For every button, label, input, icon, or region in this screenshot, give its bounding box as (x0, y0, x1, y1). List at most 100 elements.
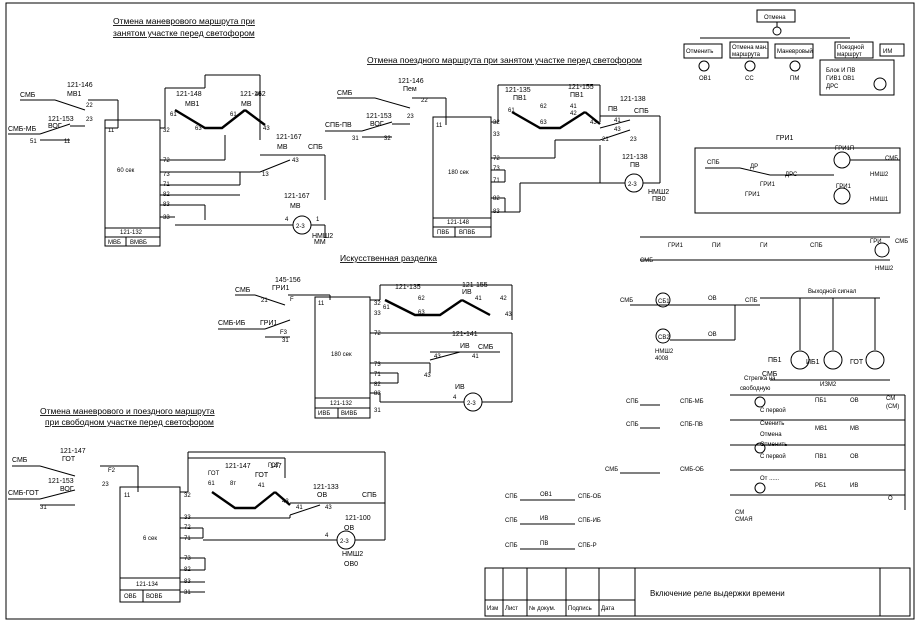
svg-text:ГИ: ГИ (760, 243, 768, 249)
svg-text:23: 23 (86, 117, 93, 123)
svg-text:МВ1: МВ1 (185, 101, 200, 108)
svg-text:33: 33 (163, 215, 170, 221)
block-4-code: 121-134 (136, 582, 159, 588)
block-1-foot-a: МВБ (108, 240, 121, 246)
svg-text:ОВ1: ОВ1 (540, 492, 553, 498)
svg-text:82: 82 (493, 196, 500, 202)
svg-text:ВОГ: ВОГ (48, 123, 62, 130)
svg-text:121-141: 121-141 (452, 331, 478, 338)
svg-text:41: 41 (472, 354, 479, 360)
svg-text:22: 22 (86, 103, 93, 109)
svg-text:41: 41 (258, 483, 265, 489)
svg-text:31: 31 (184, 590, 191, 596)
title-shunt-occupied-line1: Отмена маневрового маршрута при (113, 16, 255, 26)
svg-text:121-100: 121-100 (345, 515, 371, 522)
svg-text:51: 51 (30, 139, 37, 145)
svg-text:СМБ: СМБ (20, 92, 36, 99)
sb-group: СМБ СБ1 ОВ СПБ СВ2 ОВ НМШ2 4008 (620, 292, 760, 362)
svg-text:СПБ: СПБ (707, 160, 720, 166)
svg-text:83: 83 (374, 391, 381, 397)
block-4-label: 6 сек (143, 536, 157, 542)
svg-text:73: 73 (163, 172, 170, 178)
svg-text:121-153: 121-153 (366, 113, 392, 120)
svg-text:41: 41 (475, 296, 482, 302)
svg-text:СПБ-МБ: СПБ-МБ (680, 399, 704, 405)
block-3-wiring: СМБ 145-156 ГРИ1 F 21 СМБ-ИБ ГРИ1 F3 31 … (218, 277, 513, 412)
svg-text:Блок И ПВ: Блок И ПВ (826, 68, 855, 74)
svg-text:МВ1: МВ1 (67, 91, 82, 98)
relay-block-4: 6 сек 121-134 ОВБ ВОВБ 11 32 33 72 71 73… (119, 486, 191, 603)
svg-text:СПБ: СПБ (810, 243, 823, 249)
svg-text:23: 23 (102, 482, 109, 488)
title-free-section-line1: Отмена маневрового и поездного маршрута (40, 406, 215, 416)
svg-text:31: 31 (40, 505, 47, 511)
svg-text:ГРИ1: ГРИ1 (776, 135, 793, 142)
svg-text:ИМ: ИМ (883, 49, 892, 55)
svg-text:НМШ2: НМШ2 (875, 266, 894, 272)
block-1-label: 60 сек (117, 168, 135, 174)
svg-text:32: 32 (384, 136, 391, 142)
title-artificial: Искусственная разделка (340, 253, 437, 263)
svg-text:43: 43 (505, 312, 512, 318)
svg-text:121-138: 121-138 (622, 154, 648, 161)
svg-text:СПБ: СПБ (362, 492, 377, 499)
svg-text:ГРИ1П: ГРИ1П (835, 146, 854, 152)
svg-text:ГОТ: ГОТ (850, 359, 864, 366)
block-2-code: 121-148 (447, 220, 470, 226)
relay-block-1: 60 сек 121-132 МВБ ВМВБ 11 32 72 73 71 8… (104, 119, 170, 247)
svg-text:73: 73 (374, 362, 381, 368)
svg-text:43: 43 (434, 354, 441, 360)
svg-text:72: 72 (163, 158, 170, 164)
svg-text:НМШ2: НМШ2 (870, 172, 889, 178)
counter-group: Выходной сигнал ПБ1 ИБ1 ГОТ СМБ ИЗМ2 (760, 288, 890, 388)
svg-text:ГРИ1: ГРИ1 (260, 320, 277, 327)
cancel-top-box (756, 9, 796, 23)
block-4-foot-a: ОВБ (124, 594, 137, 600)
svg-text:ГРИ1: ГРИ1 (836, 184, 852, 190)
svg-text:23: 23 (407, 114, 414, 120)
svg-text:СМ: СМ (735, 510, 744, 516)
svg-text:32: 32 (163, 128, 170, 134)
svg-text:СМБ: СМБ (605, 467, 618, 473)
svg-text:ГРИ: ГРИ (870, 239, 882, 245)
svg-text:ПМ: ПМ (790, 76, 799, 82)
title-shunt-occupied-line2: занятом участке перед светофором (113, 28, 255, 38)
svg-text:Отменить: Отменить (686, 49, 713, 55)
svg-text:СМБ: СМБ (640, 258, 653, 264)
svg-text:ГОТ: ГОТ (268, 463, 280, 469)
svg-text:31: 31 (282, 338, 289, 344)
block-3-label: 180 сек (331, 352, 352, 358)
svg-text:43: 43 (614, 127, 621, 133)
svg-text:ПВ1: ПВ1 (570, 92, 584, 99)
svg-text:РБ1: РБ1 (815, 483, 827, 489)
svg-text:СС: СС (745, 76, 754, 82)
svg-text:СМБ-ОБ: СМБ-ОБ (680, 467, 704, 473)
svg-text:21: 21 (261, 298, 268, 304)
block-4-wiring: СМБ 121-147 ГОТ F2 23 СМБ-ГОТ 121-153 ВО… (8, 448, 386, 593)
svg-text:ГОТ: ГОТ (62, 456, 76, 463)
block-2-wiring: СМБ 121-146 Пем 22 23 СПБ-ПВ 121-153 ВОГ… (325, 78, 669, 213)
svg-text:СМБ: СМБ (478, 344, 494, 351)
svg-text:От ......: От ...... (760, 476, 779, 482)
svg-text:4: 4 (325, 533, 329, 539)
relay-block-3: 180 сек 121-132 ИВБ ВИВБ 11 32 33 72 73 … (314, 296, 381, 419)
svg-text:71: 71 (493, 178, 500, 184)
svg-text:СМБ: СМБ (895, 239, 908, 245)
svg-text:121-146: 121-146 (398, 78, 424, 85)
svg-text:21: 21 (602, 137, 609, 143)
svg-text:О: О (888, 496, 893, 502)
svg-text:ИЗМ2: ИЗМ2 (820, 382, 837, 388)
svg-text:маршрут: маршрут (837, 52, 862, 58)
svg-text:Выходной сигнал: Выходной сигнал (808, 288, 857, 295)
svg-text:СМБ: СМБ (235, 287, 251, 294)
timing-line-group: СМБ ГРИ1 ПИ ГИ СПБ ГРИ СМБ НМШ2 (640, 236, 908, 272)
svg-text:СМБ: СМБ (337, 90, 353, 97)
block-4-foot-b: ВОВБ (146, 594, 162, 600)
svg-text:121-162: 121-162 (240, 91, 266, 98)
title-block: Изм Лист № докум. Подпись Дата Включение… (484, 567, 911, 617)
svg-text:ГИВ1 ОВ1: ГИВ1 ОВ1 (826, 76, 855, 82)
svg-text:73: 73 (184, 556, 191, 562)
svg-text:4: 4 (453, 395, 457, 401)
svg-text:43: 43 (424, 373, 431, 379)
svg-text:4: 4 (285, 217, 289, 223)
